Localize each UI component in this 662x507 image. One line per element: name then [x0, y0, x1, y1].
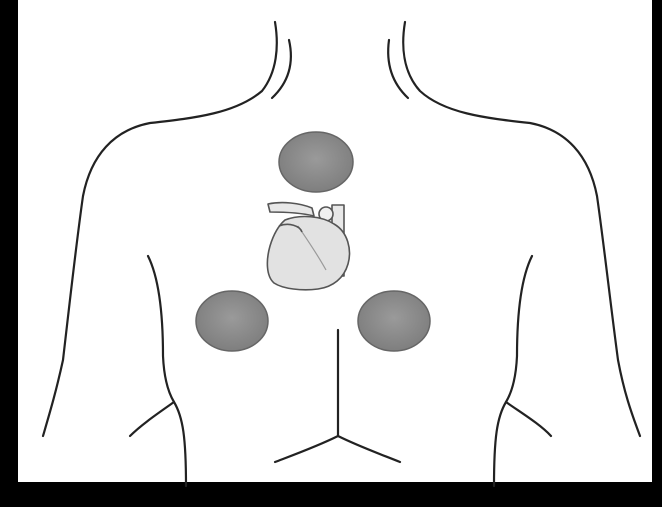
neck-right-line: [403, 22, 640, 436]
right-arm-crease: [506, 402, 551, 436]
neck-left-inner-line: [272, 40, 291, 98]
aorta-left-vessel: [268, 203, 314, 216]
lower-right-curve: [338, 436, 400, 462]
right-arm-inner-line: [494, 256, 532, 486]
left-arm-crease: [130, 402, 174, 436]
left-lower-electrode: [196, 291, 268, 351]
right-lower-electrode: [358, 291, 430, 351]
left-arm-inner-line: [148, 256, 186, 486]
neck-left-line: [43, 22, 277, 436]
upper-center-electrode: [279, 132, 353, 192]
lower-left-curve: [275, 436, 338, 462]
heart-body: [267, 217, 349, 290]
neck-right-inner-line: [388, 40, 408, 98]
heart-icon: [267, 203, 349, 290]
